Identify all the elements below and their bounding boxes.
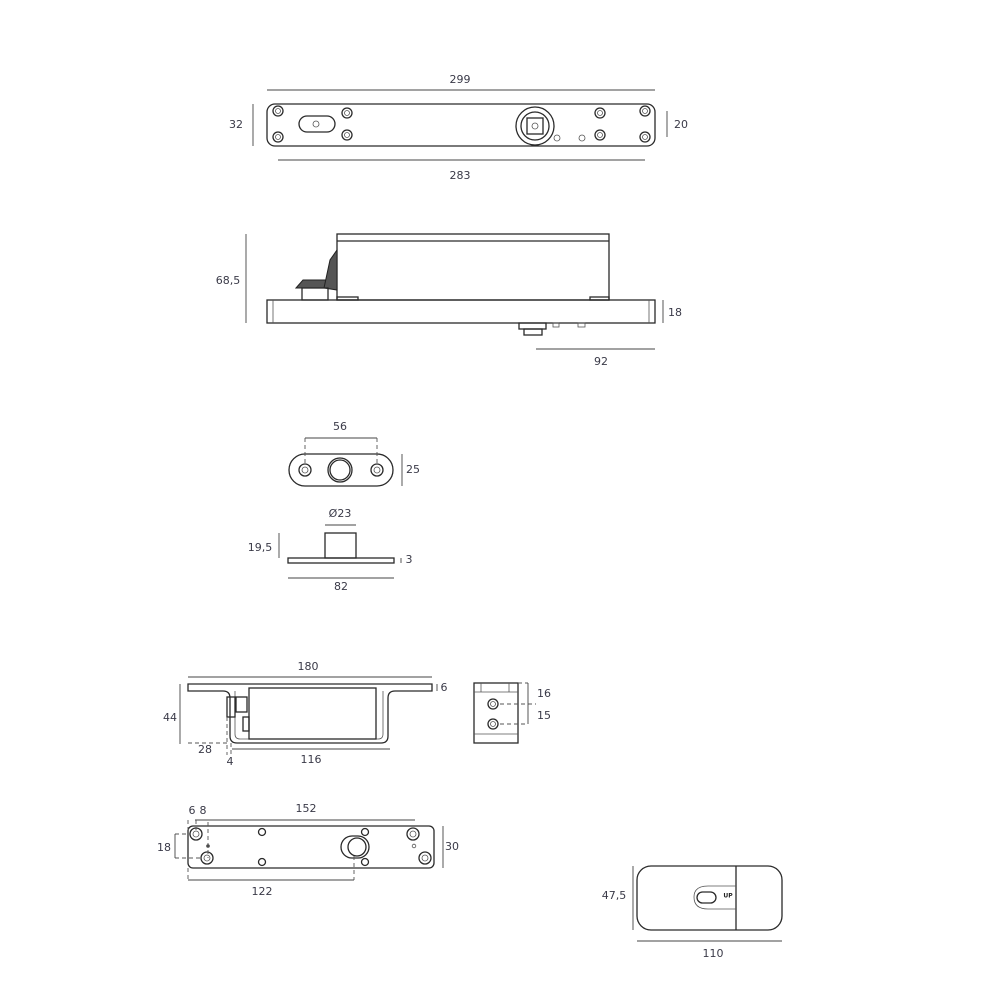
dim-18: 18 bbox=[668, 306, 682, 319]
dim-4: 4 bbox=[227, 755, 234, 768]
dim-8-offset: 8 bbox=[200, 804, 207, 817]
dim-283: 283 bbox=[450, 169, 471, 182]
dim-68-5: 68,5 bbox=[216, 274, 241, 287]
dim-47-5: 47,5 bbox=[602, 889, 627, 902]
dim-110: 110 bbox=[703, 947, 724, 960]
dim-116: 116 bbox=[301, 753, 322, 766]
dim-32: 32 bbox=[229, 118, 243, 131]
dim-15: 15 bbox=[537, 709, 551, 722]
dim-d23: Ø23 bbox=[329, 507, 352, 520]
dim-6: 6 bbox=[441, 681, 448, 694]
dim-82: 82 bbox=[334, 580, 348, 593]
mounting-holes bbox=[272, 105, 651, 143]
dim-19-5: 19,5 bbox=[248, 541, 273, 554]
plate-outline bbox=[266, 103, 656, 147]
up-marking: UP bbox=[723, 893, 733, 900]
bracket-side-view: 180 6 44 28 4 116 bbox=[163, 660, 448, 768]
strike-plate-side-view: Ø23 19,5 3 82 bbox=[248, 507, 413, 593]
dim-30: 30 bbox=[445, 840, 459, 853]
slot bbox=[298, 115, 336, 133]
dim-299: 299 bbox=[450, 73, 471, 86]
dim-44: 44 bbox=[163, 711, 177, 724]
dim-16: 16 bbox=[537, 687, 551, 700]
side-body-view: 68,5 18 92 bbox=[216, 233, 682, 368]
dim-3: 3 bbox=[406, 553, 413, 566]
dim-56: 56 bbox=[333, 420, 347, 433]
dim-152: 152 bbox=[296, 802, 317, 815]
strike-plate-top-view: 56 25 bbox=[288, 420, 420, 487]
dim-6-offset: 6 bbox=[189, 804, 196, 817]
spindle-boss bbox=[515, 106, 555, 146]
bevel-gear-icon bbox=[294, 248, 338, 301]
bracket-end-view: 16 15 bbox=[473, 682, 551, 744]
dim-28: 28 bbox=[198, 743, 212, 756]
dim-18-spacing: 18 bbox=[157, 841, 171, 854]
dim-122: 122 bbox=[252, 885, 273, 898]
dim-180: 180 bbox=[298, 660, 319, 673]
bracket-plate-view: 6 8 152 18 30 122 bbox=[157, 802, 459, 898]
dim-25: 25 bbox=[406, 463, 420, 476]
base-plate bbox=[266, 299, 656, 324]
dim-92: 92 bbox=[594, 355, 608, 368]
dim-20: 20 bbox=[674, 118, 688, 131]
motor-housing bbox=[336, 233, 610, 301]
cover-view: UP 47,5 110 bbox=[602, 865, 783, 960]
top-plate-view: 299 32 20 283 bbox=[229, 73, 688, 182]
lock-body bbox=[248, 687, 377, 740]
